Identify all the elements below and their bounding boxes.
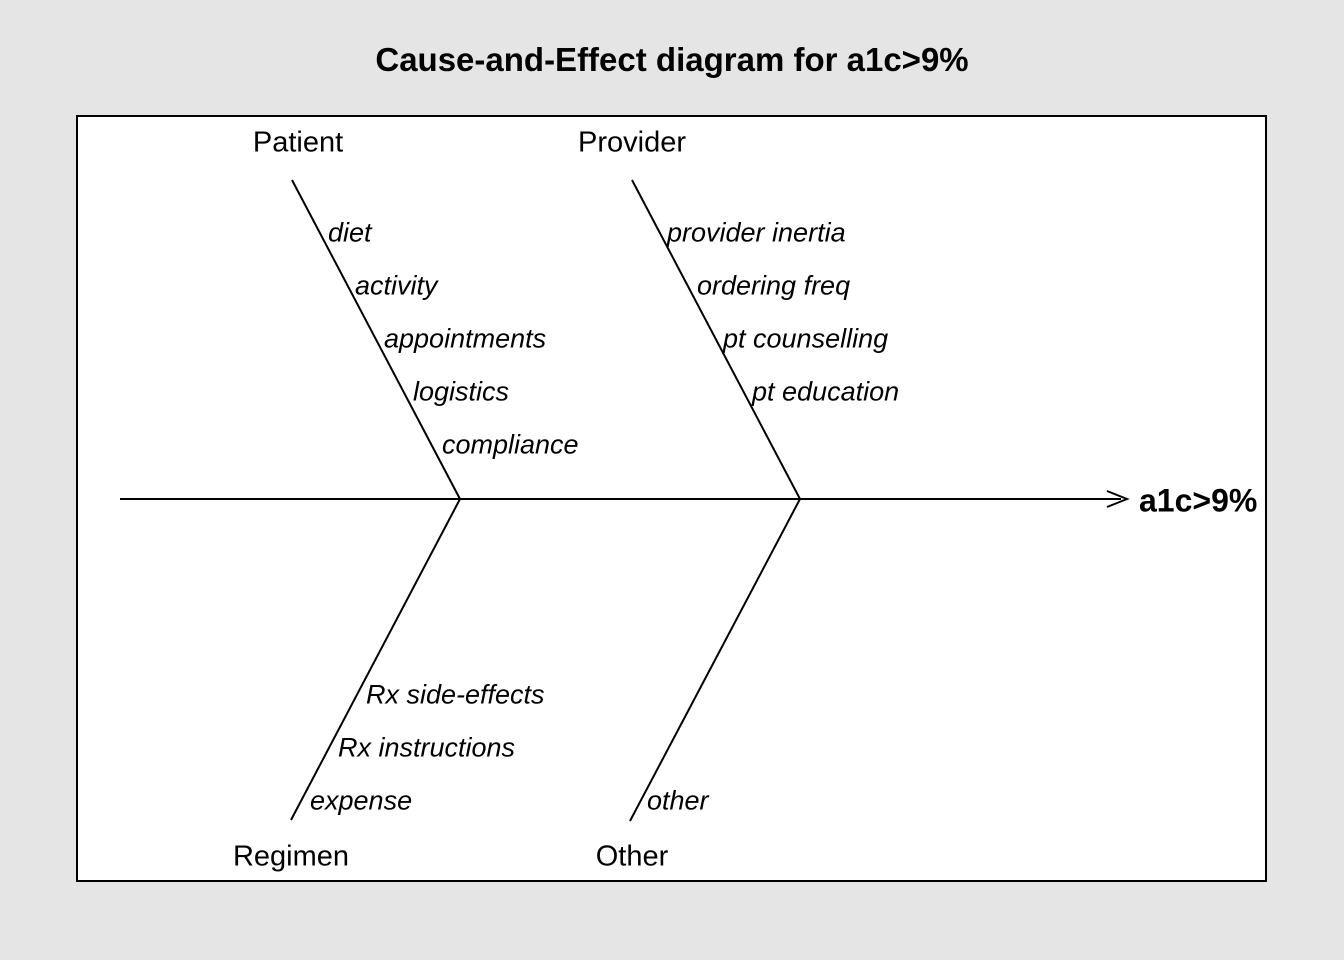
cause-label-diet: diet [328, 217, 372, 248]
cause-label-activity: activity [355, 270, 438, 301]
cause-label-pt-counselling: pt counselling [723, 323, 889, 354]
cause-label-pt-education: pt education [752, 376, 900, 407]
effect-label: a1c>9% [1139, 482, 1258, 519]
cause-label-rx-side-effects: Rx side-effects [366, 679, 545, 710]
cause-label-appointments: appointments [384, 323, 547, 354]
branch-label-patient: Patient [252, 126, 344, 159]
cause-label-expense: expense [310, 785, 413, 816]
cause-label-ordering-freq: ordering freq [697, 270, 851, 301]
branch-label-other: Other [595, 840, 669, 873]
cause-label-compliance: compliance [442, 429, 579, 460]
diagram-title: Cause-and-Effect diagram for a1c>9% [375, 41, 969, 78]
branch-label-regimen: Regimen [232, 840, 350, 873]
branch-label-provider: Provider [578, 126, 686, 159]
cause-label-logistics: logistics [413, 376, 510, 407]
cause-label-other: other [647, 785, 709, 816]
cause-label-rx-instructions: Rx instructions [338, 732, 516, 763]
cause-label-provider-inertia: provider inertia [667, 217, 846, 248]
